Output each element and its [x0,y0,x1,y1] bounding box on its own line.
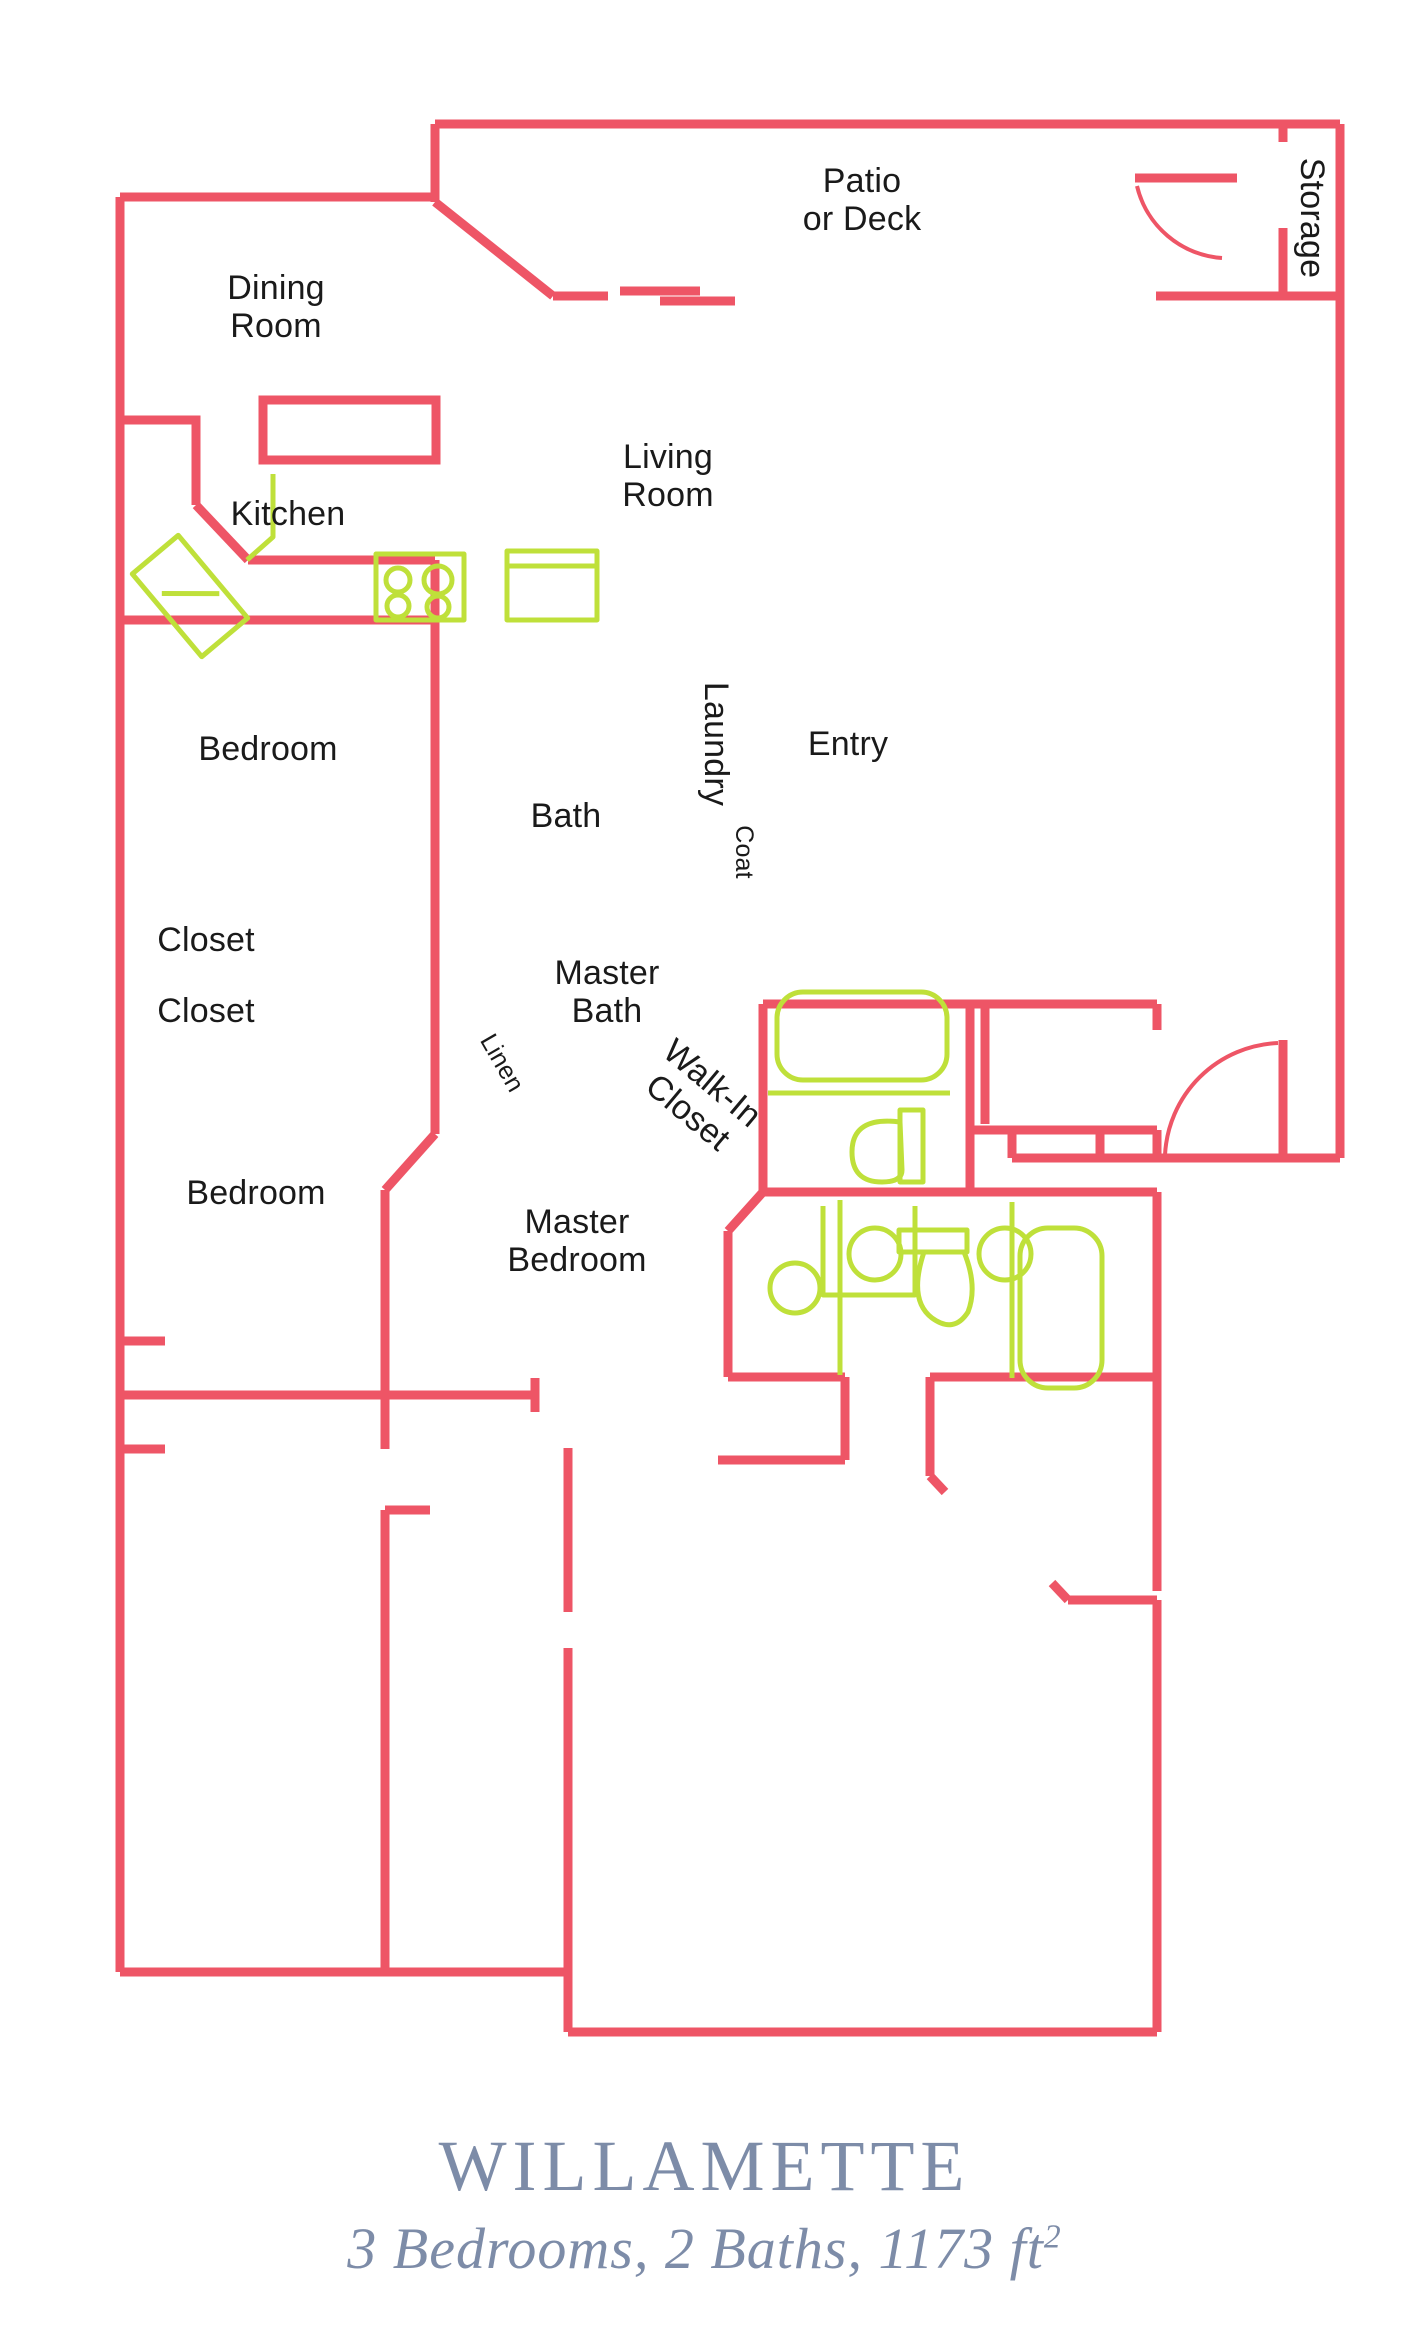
title-block: WILLAMETTE 3 Bedrooms, 2 Baths, 1173 ft2 [0,2130,1409,2278]
plan-subtitle-text: 3 Bedrooms, 2 Baths, 1173 ft [347,2216,1044,2281]
wall-master-bath-angle [724,1188,767,1235]
page-title: WILLAMETTE [438,2126,971,2206]
fixture-master-bath-toilet [896,1227,975,1328]
wall-kitchen-diagonal [192,501,252,564]
door-entry-arc [1163,1041,1279,1156]
plan-subtitle: 3 Bedrooms, 2 Baths, 1173 ft2 [0,2220,1409,2278]
fixture-bath-tub [768,989,950,1096]
wall-walkin-jog [926,1472,949,1496]
fixture-master-bath-sink [767,1200,843,1375]
wall-kitchen-upper-jog [120,415,201,505]
fixture-kitchen-range [373,551,467,623]
plan-subtitle-exponent: 2 [1043,2218,1062,2256]
fixture-kitchen-sink [129,532,251,660]
fixture-bath-toilet [849,1107,926,1185]
feature-dining-island [258,395,441,465]
wall-walkin-door-jog [1048,1579,1072,1604]
door-storage-arc [1135,185,1223,260]
fixture-kitchen-fridge [504,548,600,623]
fixture-bath-sink-right [976,1225,1034,1283]
fixture-master-bath-tub [1009,1202,1105,1391]
wall-dining-diagonal [432,198,556,300]
wall-group [115,119,1345,2037]
wall-bedroom-upper-angle [381,1131,439,1193]
fixture-kitchen-upper-cab [245,474,276,562]
fixture-group [129,474,1105,1391]
